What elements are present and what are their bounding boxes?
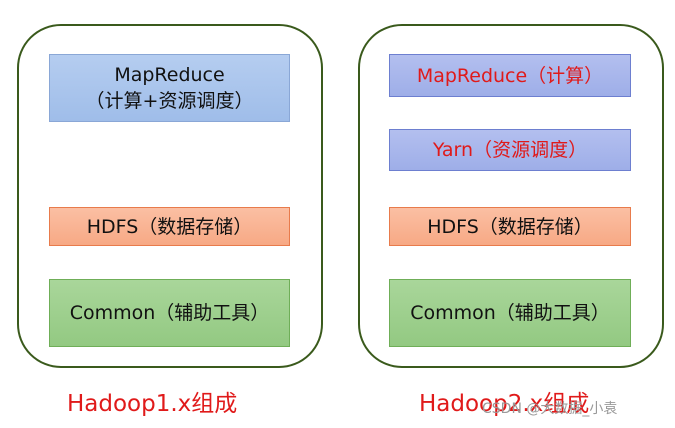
hadoop2-caption: Hadoop2.x组成 [419,391,590,417]
hadoop2-mapreduce-label: MapReduce（计算） [416,64,604,87]
hadoop2-yarn-block: Yarn（资源调度） [389,129,631,171]
watermark: CSDN @大数据_小袁 [482,401,618,417]
hadoop1-common-label: Common（辅助工具） [69,302,270,324]
hadoop2-hdfs-block: HDFS（数据存储） [389,207,631,246]
hadoop2-common-block: Common（辅助工具） [389,279,631,347]
hadoop1-hdfs-label: HDFS（数据存储） [86,215,253,238]
hadoop1-panel [17,24,323,368]
hadoop1-mapreduce-title: MapReduce [114,64,225,86]
hadoop1-caption: Hadoop1.x组成 [67,391,238,417]
hadoop1-mapreduce-subtitle: （计算+资源调度） [85,90,254,112]
hadoop2-mapreduce-block: MapReduce（计算） [389,54,631,97]
hadoop2-yarn-label: Yarn（资源调度） [432,139,588,161]
hadoop1-common-block: Common（辅助工具） [49,279,290,347]
hadoop1-hdfs-block: HDFS（数据存储） [49,207,290,246]
hadoop1-mapreduce-block: MapReduce （计算+资源调度） [49,54,290,122]
hadoop2-hdfs-label: HDFS（数据存储） [427,215,593,238]
hadoop2-common-label: Common（辅助工具） [410,302,610,324]
hadoop2-panel [358,24,664,368]
